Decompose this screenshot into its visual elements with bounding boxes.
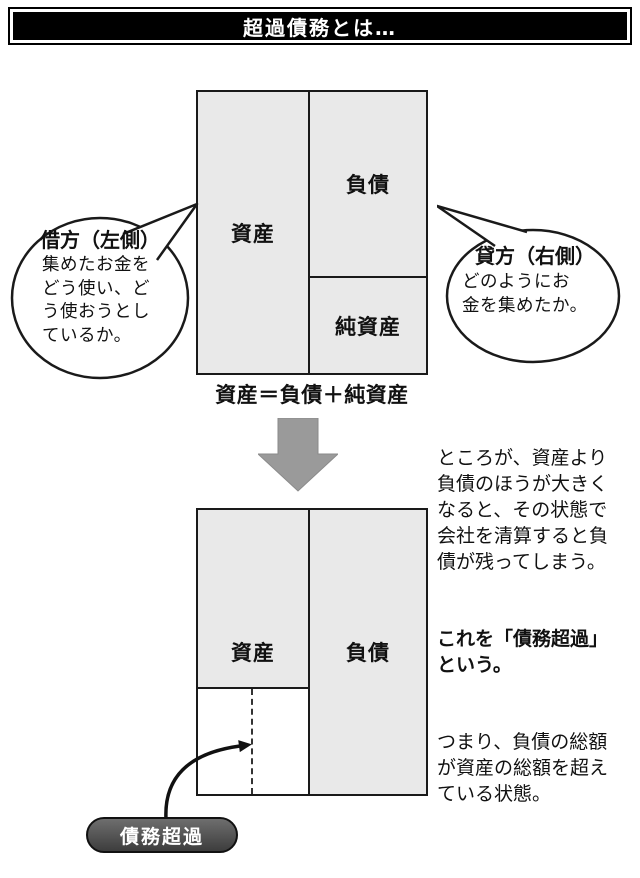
left-bubble-title: 借方（左側） bbox=[40, 228, 160, 252]
balance-equation: 資産＝負債＋純資産 bbox=[215, 383, 409, 407]
down-arrow-icon bbox=[258, 418, 338, 492]
right-bubble-body: どのようにお 金を集めたか。 bbox=[462, 272, 588, 316]
deficit-cell bbox=[198, 689, 308, 794]
right-column-top: 負債 純資産 bbox=[310, 92, 426, 373]
liabilities-cell-bottom: 負債 bbox=[310, 510, 426, 794]
balance-sheet-top: 資産 負債 純資産 bbox=[196, 90, 428, 375]
left-bubble-body: 集めたお金を どう使い、ど う使おうとし ているか。 bbox=[42, 255, 150, 346]
net-assets-cell: 純資産 bbox=[310, 278, 426, 373]
explanation-text: ところが、資産より 負債のほうが大きく なると、その状態で 会社を清算すると負 … bbox=[437, 419, 623, 858]
assets-label-top: 資産 bbox=[231, 221, 275, 246]
explanation-paragraph-2: これを「債務超過」 という。 bbox=[437, 628, 609, 676]
right-speech-bubble-shape bbox=[437, 204, 621, 364]
explanation-paragraph-1: ところが、資産より 負債のほうが大きく なると、その状態で 会社を清算すると負 … bbox=[437, 447, 609, 573]
liabilities-label-top: 負債 bbox=[346, 173, 390, 197]
page-title: 超過債務とは… bbox=[13, 12, 627, 40]
liabilities-cell-top: 負債 bbox=[310, 92, 426, 278]
header-frame: 超過債務とは… bbox=[8, 7, 632, 45]
assets-cell-top: 資産 bbox=[198, 92, 310, 373]
net-assets-label: 純資産 bbox=[335, 314, 401, 339]
liabilities-label-bottom: 負債 bbox=[346, 641, 390, 665]
curved-arrow-icon bbox=[164, 740, 252, 820]
assets-cell-bottom bbox=[198, 510, 308, 689]
right-bubble-title: 貸方（右側） bbox=[475, 244, 595, 268]
left-speech-bubble-shape bbox=[10, 202, 199, 380]
deficit-dashed-line bbox=[251, 689, 253, 794]
excess-debt-badge: 債務超過 bbox=[86, 817, 238, 853]
explanation-paragraph-3: つまり、負債の総額 が資産の総額を超え ている状態。 bbox=[437, 731, 609, 805]
